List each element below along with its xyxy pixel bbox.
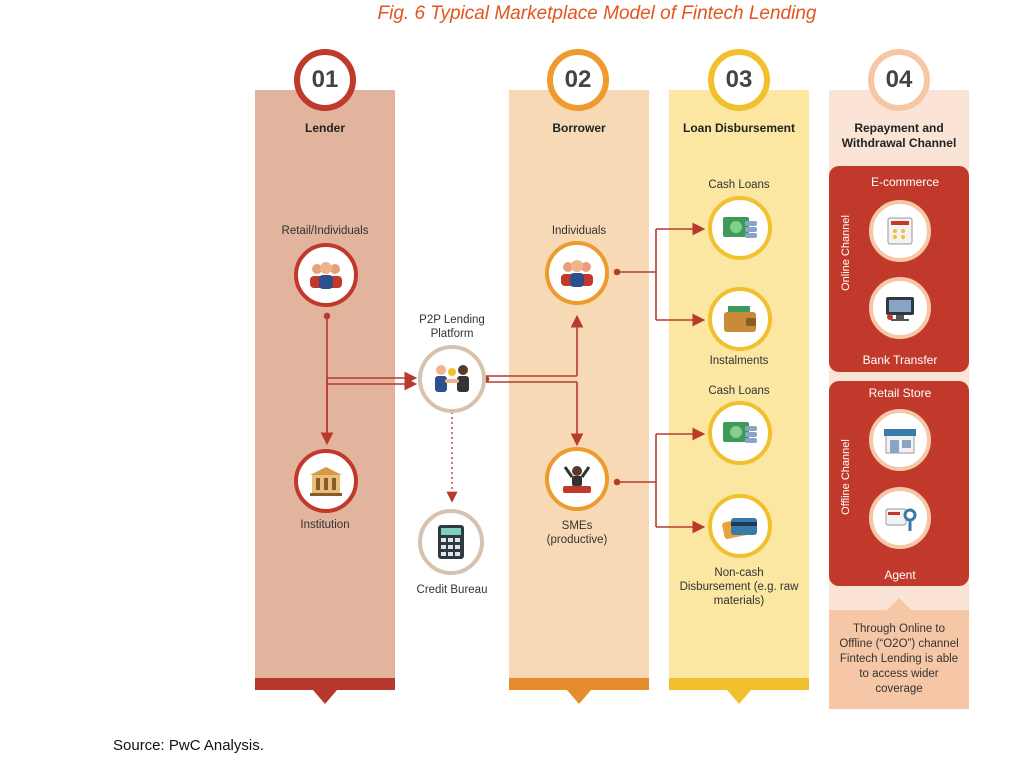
agent-label: Agent	[884, 568, 916, 582]
smes-label: SMEs (productive)	[546, 520, 608, 546]
disbursement-column	[669, 90, 809, 704]
non-cash-label: Non-cash Disbursement (e.g. raw material…	[679, 567, 799, 607]
cash-loans-icon-1	[708, 196, 772, 260]
cash-loans-label-2: Cash Loans	[708, 385, 770, 397]
p2p-platform-label: P2P Lending Platform	[419, 314, 485, 340]
ecommerce-label: E-commerce	[870, 175, 939, 189]
cash-loans-label-1: Cash Loans	[708, 179, 770, 191]
retail-store-icon	[869, 409, 931, 471]
online-channel-label: Online Channel	[840, 215, 852, 291]
o2o-note-pointer	[887, 598, 911, 610]
bank-transfer-icon	[869, 277, 931, 339]
step-02-badge: 02	[547, 49, 609, 111]
borrower-heading: Borrower	[552, 121, 606, 135]
figure-title: Fig. 6 Typical Marketplace Model of Fint…	[377, 3, 817, 24]
step-04-badge: 04	[868, 49, 930, 111]
instalments-icon	[708, 287, 772, 351]
disbursement-heading: Loan Disbursement	[682, 121, 796, 135]
agent-icon	[869, 487, 931, 549]
ecommerce-icon	[869, 200, 931, 262]
retail-individuals-label: Retail/Individuals	[281, 225, 369, 237]
p2p-handshake-icon	[418, 345, 486, 413]
borrower-individuals-icon	[545, 241, 609, 305]
institution-icon	[294, 449, 358, 513]
retail-individuals-icon	[294, 243, 358, 307]
calculator-icon	[418, 509, 484, 575]
offline-channel-label: Offline Channel	[840, 439, 852, 515]
non-cash-card-icon	[708, 494, 772, 558]
step-03-badge: 03	[708, 49, 770, 111]
o2o-note: Through Online to Offline (“O2O”) channe…	[829, 610, 969, 709]
lender-column	[255, 90, 395, 704]
lender-heading: Lender	[304, 121, 345, 135]
repayment-heading: Repayment and Withdrawal Channel	[841, 121, 957, 150]
institution-label: Institution	[300, 519, 350, 531]
smes-icon	[545, 447, 609, 511]
cash-loans-icon-2	[708, 401, 772, 465]
source-note: Source: PwC Analysis.	[113, 737, 264, 754]
instalments-label: Instalments	[709, 355, 769, 367]
borrower-individuals-label: Individuals	[551, 225, 607, 237]
bank-transfer-label: Bank Transfer	[862, 353, 938, 367]
retail-store-label: Retail Store	[868, 386, 932, 400]
borrower-column	[509, 90, 649, 704]
credit-bureau-label: Credit Bureau	[416, 584, 488, 596]
step-01-badge: 01	[294, 49, 356, 111]
